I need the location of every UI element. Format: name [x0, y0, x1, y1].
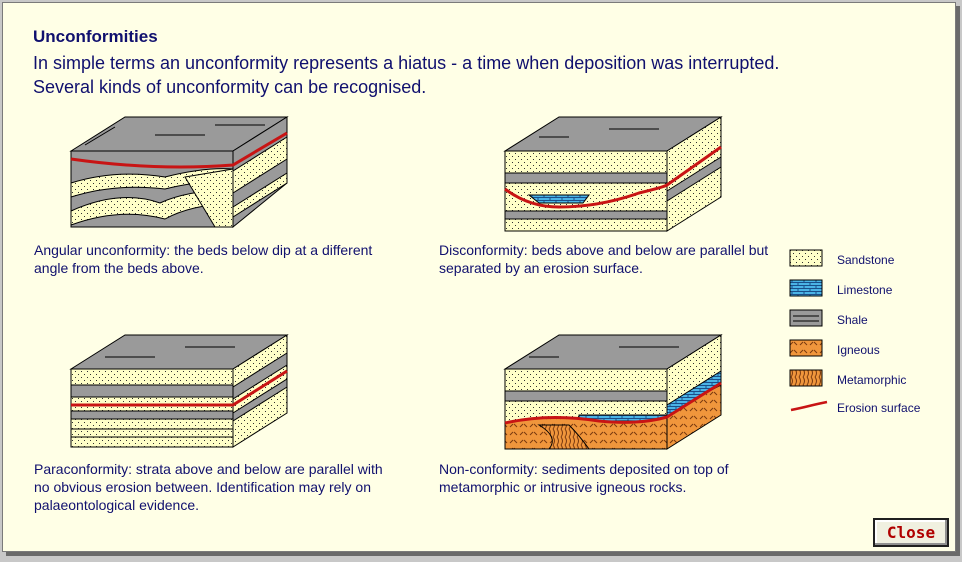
unconformities-window: Unconformities In simple terms an unconf…	[2, 2, 956, 552]
metamorphic-swatch-icon	[789, 369, 823, 387]
legend-label: Sandstone	[837, 253, 895, 267]
legend-label: Shale	[837, 313, 868, 327]
intro-text-line-1: In simple terms an unconformity represen…	[33, 53, 780, 73]
nonconformity-diagram	[503, 334, 723, 450]
disconformity-caption: Disconformity: beds above and below are …	[439, 242, 769, 276]
legend-item-erosion-surface: Erosion surface	[789, 397, 959, 419]
legend-label: Metamorphic	[837, 373, 907, 387]
legend-item-metamorphic: Metamorphic	[789, 369, 959, 391]
angular-unconformity-caption: Angular unconformity: the beds below dip…	[34, 242, 373, 276]
igneous-swatch-icon	[789, 339, 823, 357]
limestone-swatch-icon	[789, 279, 823, 297]
legend-item-sandstone: Sandstone	[789, 249, 959, 271]
paraconformity-caption: Paraconformity: strata above and below a…	[34, 461, 383, 513]
shale-swatch-icon	[789, 309, 823, 327]
legend-item-shale: Shale	[789, 309, 959, 331]
legend-label: Erosion surface	[837, 401, 921, 415]
disconformity-diagram	[503, 116, 723, 232]
intro-text-line-2: Several kinds of unconformity can be rec…	[33, 77, 427, 97]
paraconformity-diagram	[69, 334, 289, 448]
legend-item-limestone: Limestone	[789, 279, 959, 301]
legend-label: Limestone	[837, 283, 893, 297]
window-title: Unconformities	[33, 27, 158, 46]
legend-label: Igneous	[837, 343, 880, 357]
angular-unconformity-diagram	[69, 116, 289, 229]
close-button[interactable]: Close	[873, 518, 949, 547]
sandstone-swatch-icon	[789, 249, 823, 267]
legend-item-igneous: Igneous	[789, 339, 959, 361]
erosion-line-icon	[790, 400, 828, 412]
nonconformity-caption: Non-conformity: sediments deposited on t…	[439, 461, 729, 495]
